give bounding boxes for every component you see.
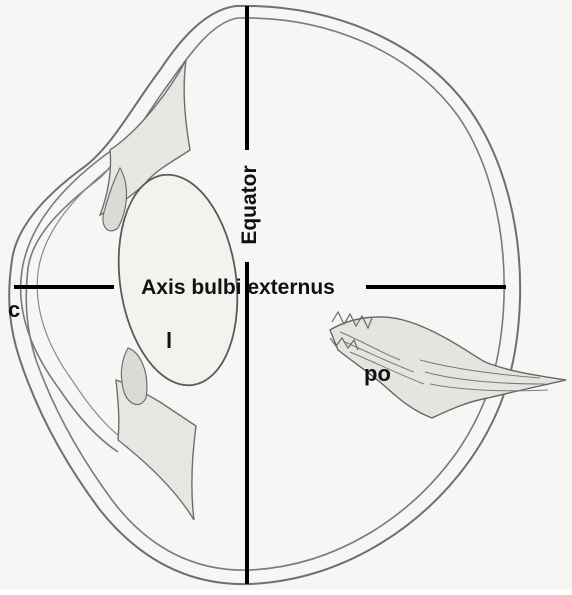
cornea-label: c [8, 297, 20, 322]
optic-nerve-label: po [364, 361, 391, 386]
equator-label: Equator [238, 165, 261, 244]
axis-label: Axis bulbi externus [141, 276, 335, 299]
lens-label: l [166, 328, 172, 353]
